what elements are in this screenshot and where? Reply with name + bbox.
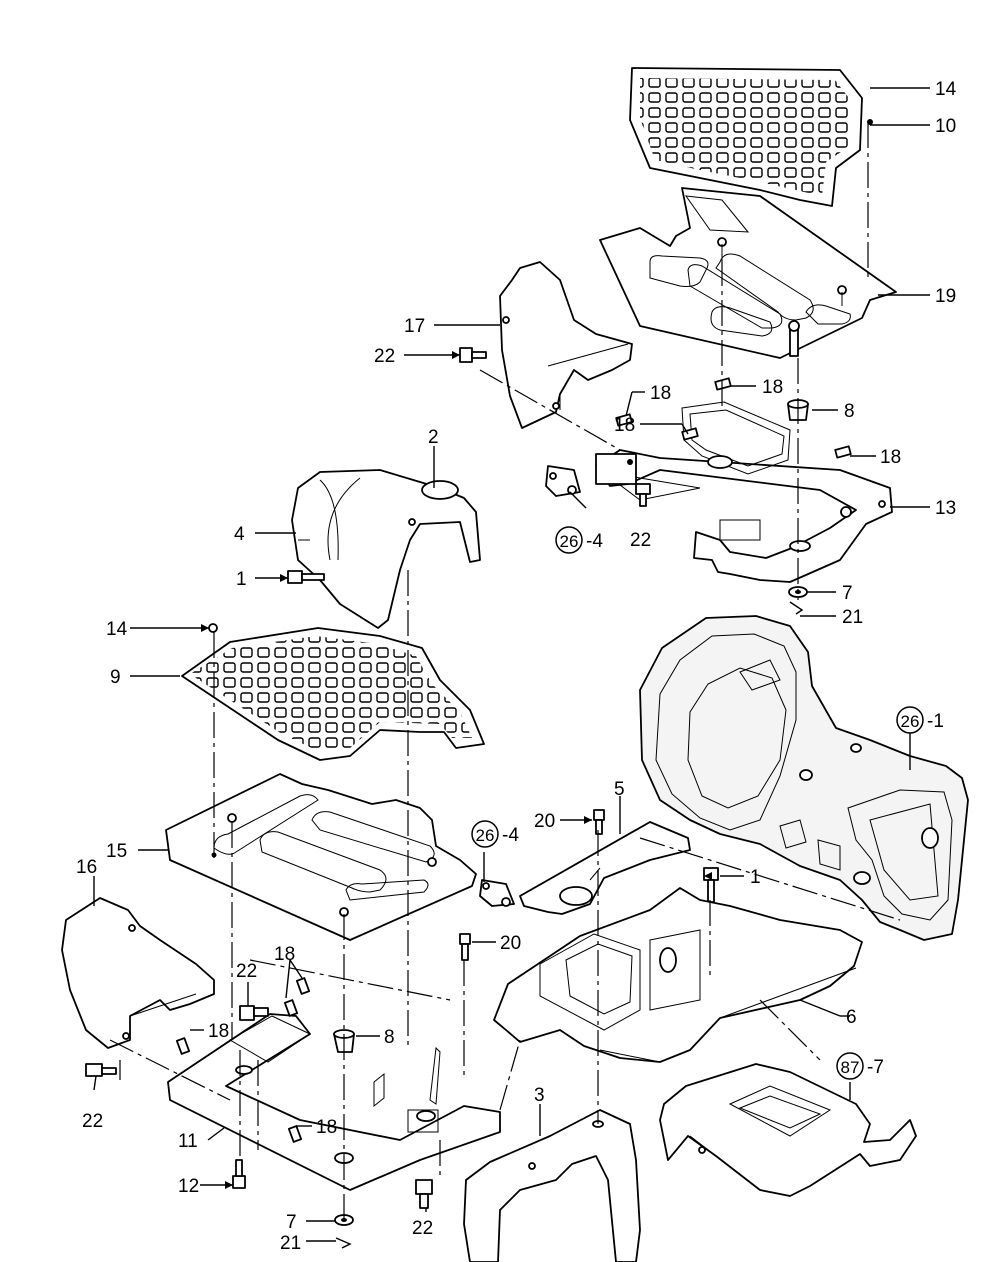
callout-8: 8 <box>384 1027 395 1048</box>
bracket-plate-upper <box>545 465 581 497</box>
pin-set-18-upper <box>615 377 852 459</box>
callout-7: 7 <box>842 583 853 604</box>
reference-suffix: -4 <box>502 825 519 846</box>
callout-2: 2 <box>428 427 439 448</box>
reference-26-4-upper: 26 -4 <box>555 526 603 554</box>
bolt-22-side-cover-16 <box>85 1063 117 1077</box>
callout-3: 3 <box>534 1085 545 1106</box>
callout-1: 1 <box>236 569 247 590</box>
reference-suffix: -1 <box>927 711 944 732</box>
rubber-mat-9 <box>181 623 485 761</box>
callout-labels: 14 10 19 17 22 18 18 8 18 18 2 13 4 22 1… <box>76 79 957 1254</box>
leader-lines <box>93 87 930 1242</box>
callout-19: 19 <box>935 286 956 307</box>
bolt-12 <box>232 1159 246 1189</box>
callout-21: 21 <box>280 1233 301 1254</box>
reference-suffix: -4 <box>586 531 603 552</box>
callout-20: 20 <box>534 811 555 832</box>
callout-22: 22 <box>82 1111 103 1132</box>
reference-circle <box>471 820 499 848</box>
clip-21-upper <box>789 601 804 615</box>
pin-set-18-lower <box>175 977 311 1143</box>
bolt-22-frame <box>239 1005 269 1021</box>
tray-6 <box>493 887 863 1063</box>
bolt-22-upper <box>635 483 651 507</box>
reference-circle <box>555 526 583 554</box>
transmission-case <box>639 615 969 941</box>
reference-circle <box>896 706 924 734</box>
callout-20: 20 <box>500 933 521 954</box>
callout-13: 13 <box>935 498 956 519</box>
callout-18: 18 <box>762 377 783 398</box>
bolt-20-upper <box>593 809 605 835</box>
reference-26-1: 26 -1 <box>896 706 944 734</box>
bracket-assembly-87-7 <box>659 1063 917 1197</box>
bolt-20-lower <box>459 933 471 961</box>
bracket-5 <box>519 821 691 915</box>
bolt-1-cover <box>287 570 325 584</box>
reference-number: 26 <box>901 712 920 731</box>
callout-14: 14 <box>935 79 957 100</box>
bolt-22-lower <box>415 1179 433 1209</box>
reference-26-4-lower: 26 -4 <box>471 820 519 848</box>
callout-9: 9 <box>110 667 121 688</box>
callout-22: 22 <box>412 1218 433 1239</box>
callout-4: 4 <box>234 524 245 545</box>
floor-plate-19 <box>599 187 897 359</box>
callout-22: 22 <box>236 961 257 982</box>
callout-18: 18 <box>614 415 635 436</box>
assembly-center-lines <box>109 122 901 1220</box>
callout-1: 1 <box>750 867 761 888</box>
callout-7: 7 <box>286 1212 297 1233</box>
bracket-plate-lower <box>479 879 515 907</box>
leader-arrowheads <box>201 351 712 1189</box>
reference-circle <box>836 1052 864 1080</box>
callout-11: 11 <box>178 1131 198 1152</box>
callout-8: 8 <box>844 401 855 422</box>
reference-87-7: 87 -7 <box>836 1052 884 1080</box>
callout-10: 10 <box>935 116 956 137</box>
rubber-mat-10 <box>629 67 873 207</box>
callout-22: 22 <box>374 346 395 367</box>
callout-18: 18 <box>880 447 901 468</box>
reference-number: 26 <box>476 826 495 845</box>
frame-13 <box>595 401 893 583</box>
cover-4 <box>291 469 481 629</box>
side-cover-16 <box>61 897 215 1049</box>
callout-14: 14 <box>106 619 128 640</box>
callout-6: 6 <box>846 1007 857 1028</box>
reference-suffix: -7 <box>867 1057 884 1078</box>
callout-5: 5 <box>614 779 625 800</box>
floor-plate-15 <box>165 773 477 941</box>
callout-12: 12 <box>178 1176 199 1197</box>
callout-18: 18 <box>208 1021 229 1042</box>
callout-18: 18 <box>274 944 295 965</box>
callout-22: 22 <box>630 530 651 551</box>
callout-18: 18 <box>650 383 671 404</box>
reference-number: 26 <box>560 532 579 551</box>
callout-16: 16 <box>76 857 97 878</box>
callout-18: 18 <box>316 1117 337 1138</box>
callout-17: 17 <box>404 316 425 337</box>
callout-15: 15 <box>106 841 127 862</box>
side-cover-17 <box>499 261 633 429</box>
callout-21: 21 <box>842 607 863 628</box>
collar-8-lower <box>333 1029 355 1053</box>
bolt-22-side-cover <box>459 347 487 363</box>
clip-21-lower <box>335 1237 352 1249</box>
reference-number: 87 <box>841 1058 860 1077</box>
